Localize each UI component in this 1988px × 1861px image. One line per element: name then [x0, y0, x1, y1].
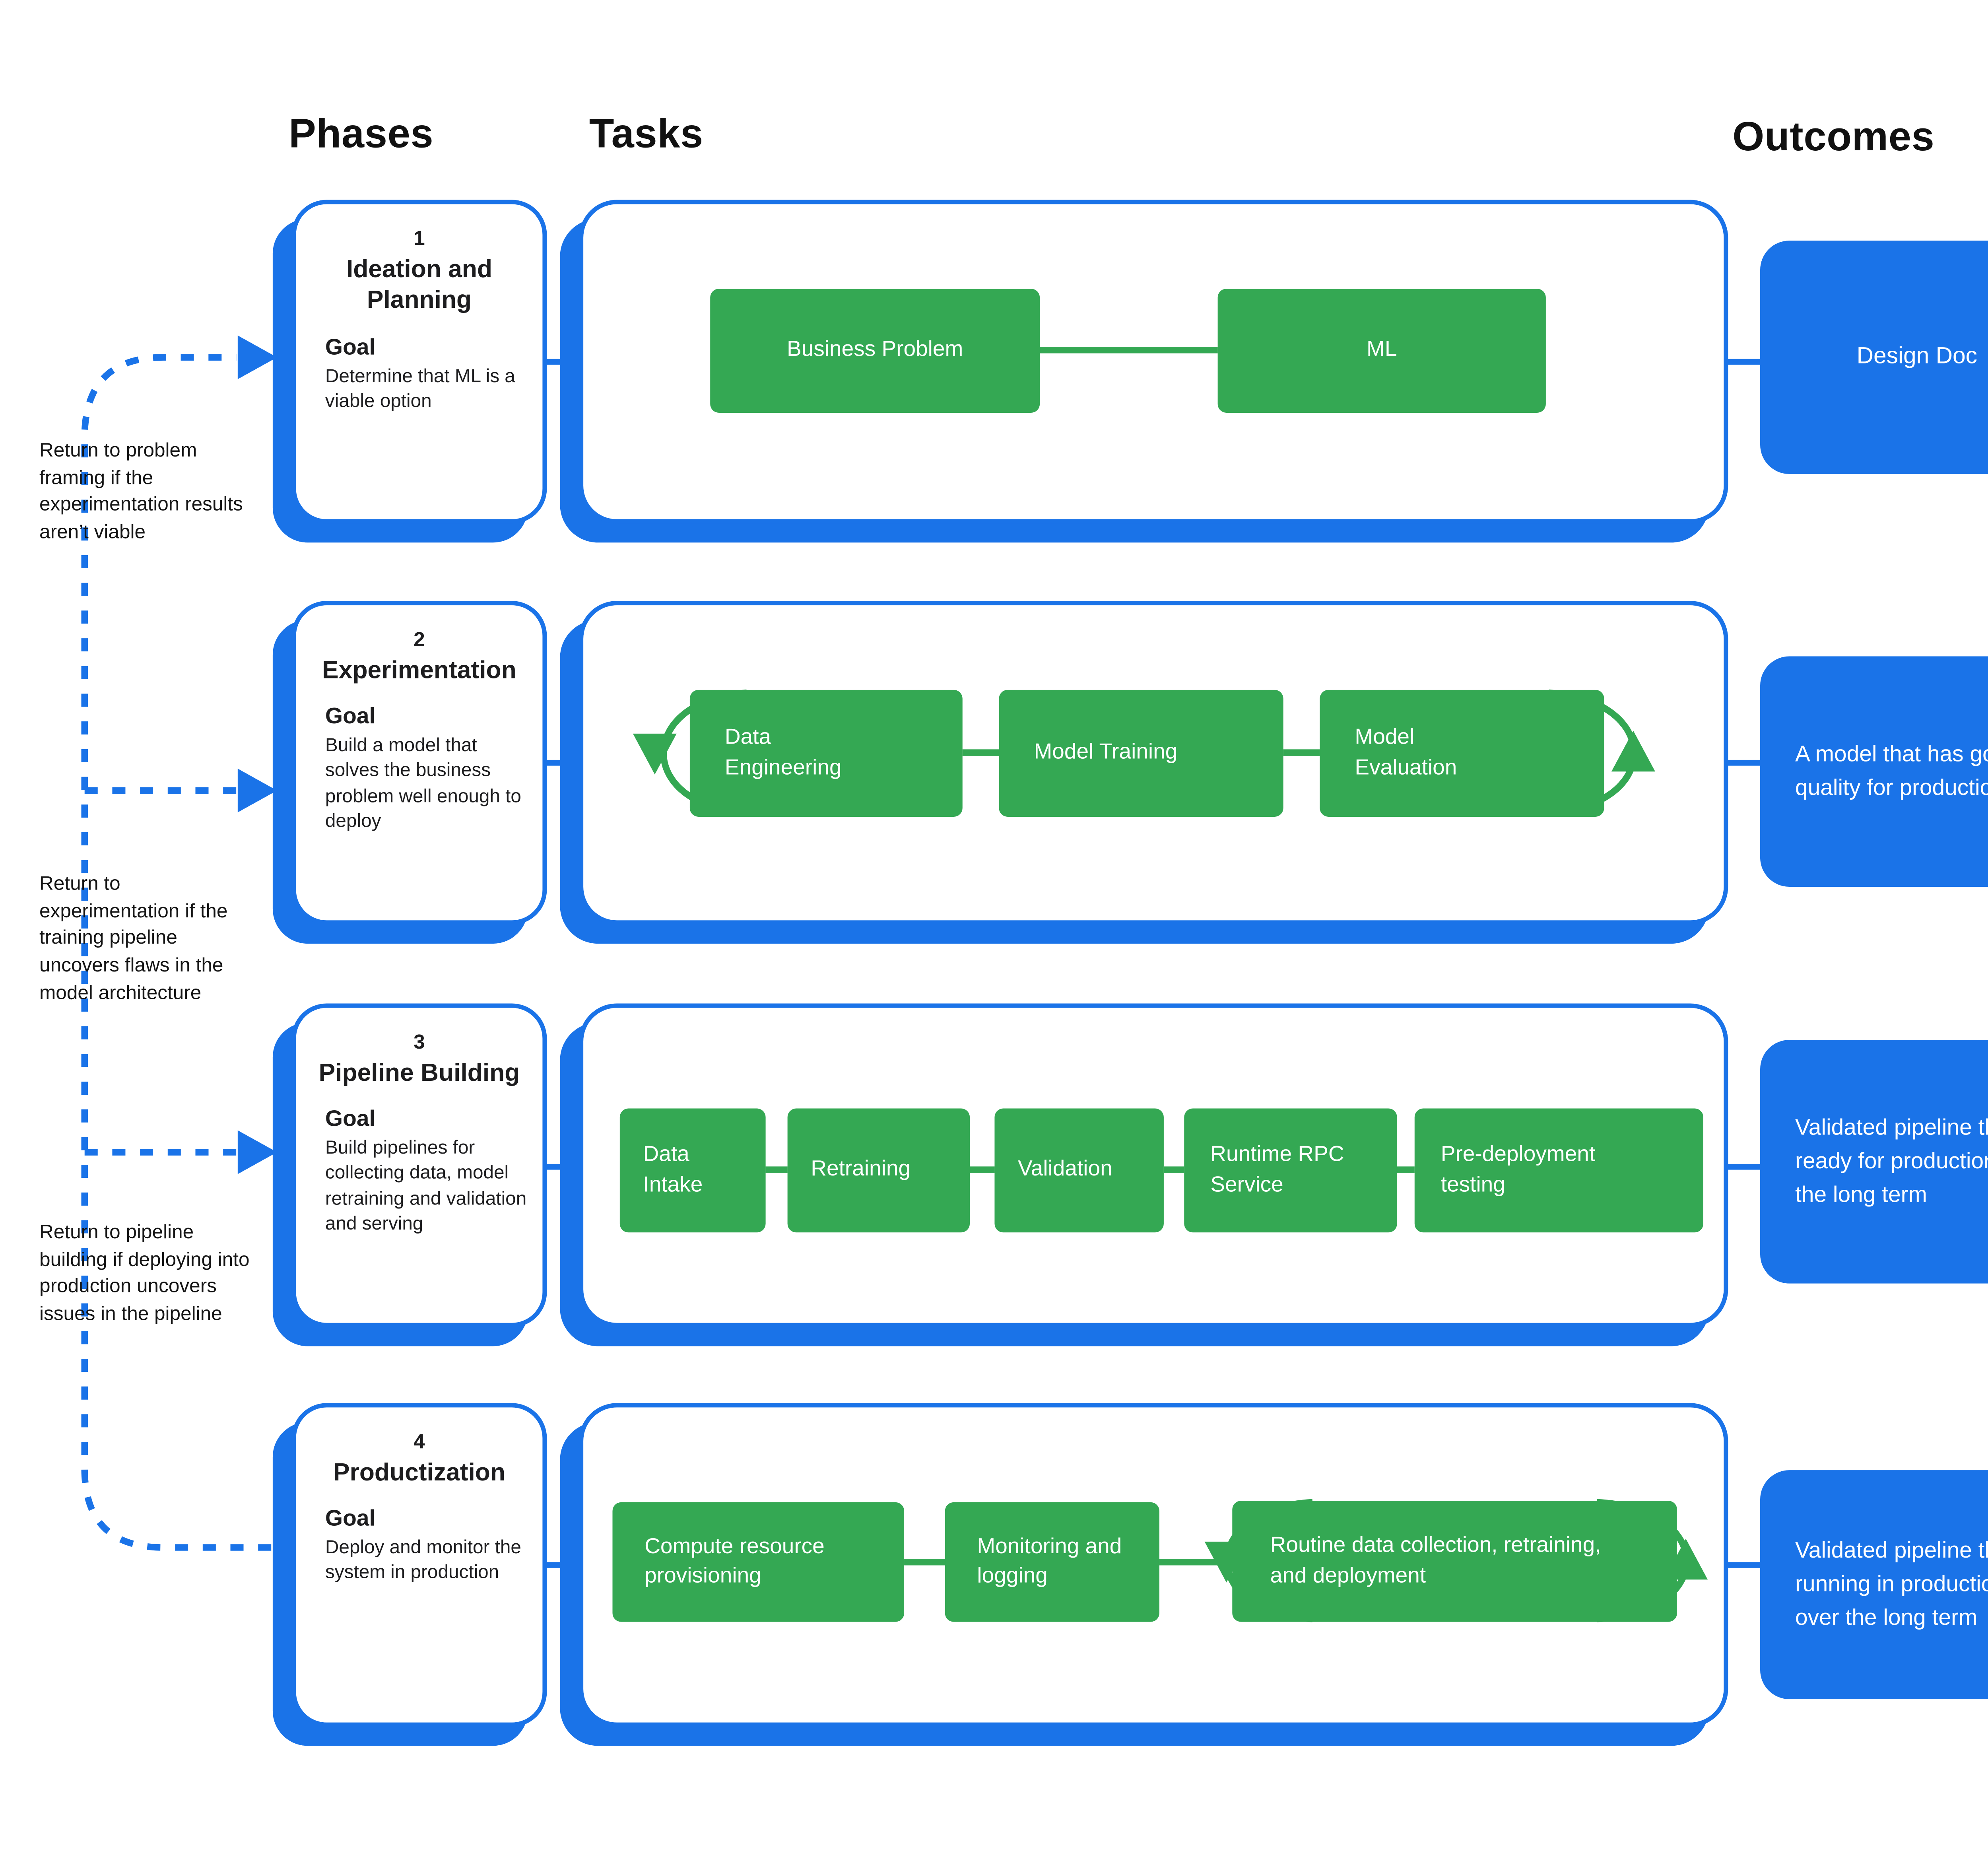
goal-text: Build a model that solves the business p…	[325, 734, 521, 831]
phase-title: Productization	[333, 1458, 506, 1486]
tasks-header: Tasks	[589, 111, 704, 156]
goal-label: Goal	[325, 705, 376, 730]
task-compute-resource-provisioning: Compute resource provisioning	[612, 1502, 905, 1622]
phase-box-ideation: 1 Ideation and Planning Goal Determine t…	[291, 200, 547, 524]
return-arrow-phase2-icon	[237, 768, 277, 812]
goal-label: Goal	[325, 334, 376, 360]
return-arrow-phase1-icon	[237, 335, 277, 379]
phase-box-productization: 4 Productization Goal Deploy and monitor…	[291, 1403, 547, 1727]
task-predeployment-testing: Pre-deployment testing	[1414, 1108, 1703, 1233]
task-retraining: Retraining	[787, 1108, 970, 1233]
phase-title: Pipeline Building	[318, 1059, 520, 1087]
phases-header: Phases	[289, 111, 434, 156]
return-arrow-phase3-icon	[237, 1130, 277, 1174]
note-return-problem-framing: Return to problem framing if the experim…	[39, 439, 243, 542]
outcomes-header: Outcomes	[1732, 114, 1935, 159]
task-runtime-rpc-service: Runtime RPC Service	[1184, 1108, 1397, 1233]
outcome-quality-model: A model that has good quality for produc…	[1760, 656, 1988, 887]
phase-number: 2	[414, 627, 425, 651]
note-return-pipeline-building: Return to pipeline building if deploying…	[39, 1220, 250, 1324]
phase-title: Experimentation	[322, 656, 516, 684]
task-business-problem: Business Problem	[710, 289, 1040, 413]
goal-text: Deploy and monitor the system in product…	[325, 1536, 521, 1583]
phase-box-pipeline-building: 3 Pipeline Building Goal Build pipelines…	[291, 1003, 547, 1327]
goal-text: Determine that ML is a viable option	[325, 364, 515, 411]
task-data-intake: Data Intake	[619, 1108, 766, 1233]
phase-number: 1	[414, 226, 425, 250]
task-model-evaluation: Model Evaluation	[1320, 690, 1604, 817]
task-data-engineering: Data Engineering	[689, 690, 963, 817]
task-validation: Validation	[994, 1108, 1164, 1233]
row-connector-lines	[540, 359, 1765, 1568]
outcome-validated-pipeline: Validated pipeline that’s ready for prod…	[1760, 1040, 1988, 1284]
task-monitoring-logging: Monitoring and logging	[945, 1502, 1159, 1622]
task-routine-data-collection: Routine data collection, retraining, and…	[1232, 1501, 1677, 1622]
phase-number: 3	[414, 1030, 425, 1053]
goal-label: Goal	[325, 1107, 376, 1133]
outcome-design-doc: Design Doc	[1760, 241, 1988, 474]
task-model-training: Model Training	[999, 690, 1283, 817]
phase-title: Ideation and Planning	[346, 255, 493, 314]
goal-text: Build pipelines for collecting data, mod…	[325, 1136, 527, 1234]
outcome-running-pipeline: Validated pipeline that’s running in pro…	[1760, 1470, 1988, 1699]
phase-number: 4	[414, 1429, 425, 1453]
phase-box-experimentation: 2 Experimentation Goal Build a model tha…	[291, 601, 547, 925]
note-return-experimentation: Return to experimentation if the trainin…	[39, 872, 228, 1003]
goal-label: Goal	[325, 1507, 376, 1532]
task-ml: ML	[1217, 289, 1546, 413]
